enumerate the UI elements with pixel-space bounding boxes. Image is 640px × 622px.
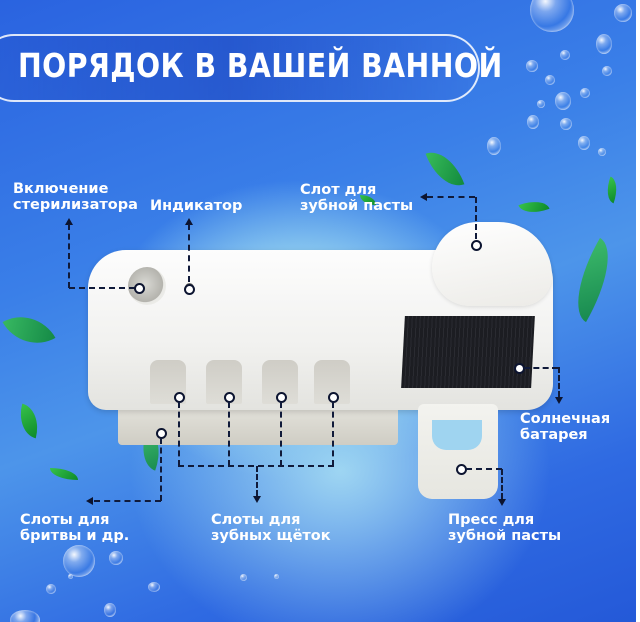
callout-label: Индикатор	[150, 198, 243, 214]
water-drop-decoration	[530, 0, 574, 32]
leader-line	[280, 402, 282, 466]
water-drop-decoration	[614, 4, 632, 22]
product-base-tray	[118, 405, 398, 445]
callout-point	[134, 283, 145, 294]
solar-panel	[401, 316, 535, 388]
leader-line	[466, 468, 502, 470]
callout-label: Слот для	[300, 182, 377, 198]
callout-label: Слоты для	[211, 512, 301, 528]
leaf-decoration	[602, 176, 622, 204]
leaf-decoration	[425, 144, 465, 194]
callout-point	[184, 284, 195, 295]
title-banner	[0, 34, 480, 102]
leader-line	[475, 197, 477, 239]
callout-label: стерилизатора	[13, 197, 138, 213]
water-drop-decoration	[104, 603, 116, 617]
water-drop-decoration	[537, 100, 545, 108]
water-drop-decoration	[560, 118, 572, 130]
toothpaste-slot-cap	[432, 222, 552, 306]
leader-line	[69, 287, 135, 289]
callout-label: Пресс для	[448, 512, 535, 528]
water-drop-decoration	[526, 60, 538, 72]
water-drop-decoration	[598, 148, 606, 156]
callout-label: Солнечная	[520, 411, 611, 427]
leader-line	[256, 466, 258, 496]
arrow-down-icon	[498, 499, 506, 506]
water-drop-decoration	[63, 545, 95, 577]
water-drop-decoration	[578, 136, 590, 150]
callout-label: бритвы и др.	[20, 528, 130, 544]
leader-line	[188, 224, 190, 282]
callout-solar-battery: Солнечная батарея	[520, 411, 610, 443]
water-drop-decoration	[68, 574, 73, 579]
leaf-decoration	[2, 303, 56, 357]
callout-sterilizer-switch: Включение стерилизатора	[13, 181, 138, 213]
water-drop-decoration	[109, 551, 123, 565]
water-drop-decoration	[10, 610, 40, 622]
water-drop-decoration	[274, 574, 279, 579]
water-drop-decoration	[240, 574, 247, 581]
arrow-down-icon	[253, 496, 261, 503]
callout-razor-slots: Слоты для бритвы и др.	[20, 512, 129, 544]
leader-line	[228, 402, 230, 466]
toothpaste-press-window	[432, 420, 482, 450]
callout-point	[471, 240, 482, 251]
leaf-decoration	[50, 468, 78, 480]
toothpaste-press	[418, 404, 498, 499]
callout-label: Включение	[13, 181, 109, 197]
leader-line	[160, 438, 162, 501]
leader-line	[68, 224, 70, 288]
arrow-down-icon	[555, 397, 563, 404]
water-drop-decoration	[148, 582, 160, 592]
callout-label: зубных щёток	[211, 528, 331, 544]
leader-line	[501, 469, 503, 499]
leader-line	[94, 500, 161, 502]
water-drop-decoration	[580, 88, 590, 98]
callout-label: Слоты для	[20, 512, 110, 528]
image-border	[636, 0, 640, 622]
page-title: ПОРЯДОК В ВАШЕЙ ВАННОЙ	[18, 46, 503, 85]
leaf-decoration	[360, 195, 376, 205]
leader-line	[427, 196, 475, 198]
arrow-up-icon	[65, 218, 73, 225]
water-drop-decoration	[46, 584, 56, 594]
callout-toothpaste-press: Пресс для зубной пасты	[448, 512, 561, 544]
water-drop-decoration	[596, 34, 612, 54]
leader-line	[178, 402, 180, 466]
leaf-decoration	[14, 403, 44, 439]
water-drop-decoration	[545, 75, 555, 85]
callout-label: батарея	[520, 427, 588, 443]
callout-label: зубной пасты	[448, 528, 562, 544]
water-drop-decoration	[602, 66, 612, 76]
water-drop-decoration	[487, 137, 501, 155]
leaf-decoration	[518, 195, 550, 219]
callout-label: зубной пасты	[300, 198, 414, 214]
water-drop-decoration	[555, 92, 571, 110]
water-drop-decoration	[560, 50, 570, 60]
callout-toothbrush-slots: Слоты для зубных щёток	[211, 512, 331, 544]
leader-line	[524, 367, 558, 369]
leader-line	[558, 367, 560, 397]
leader-line	[332, 402, 334, 466]
arrow-up-icon	[185, 218, 193, 225]
arrow-left-icon	[420, 193, 427, 201]
arrow-left-icon	[86, 497, 93, 505]
callout-indicator: Индикатор	[150, 198, 242, 214]
callout-toothpaste-slot: Слот для зубной пасты	[300, 182, 413, 214]
leaf-decoration	[560, 237, 626, 323]
water-drop-decoration	[527, 115, 539, 129]
